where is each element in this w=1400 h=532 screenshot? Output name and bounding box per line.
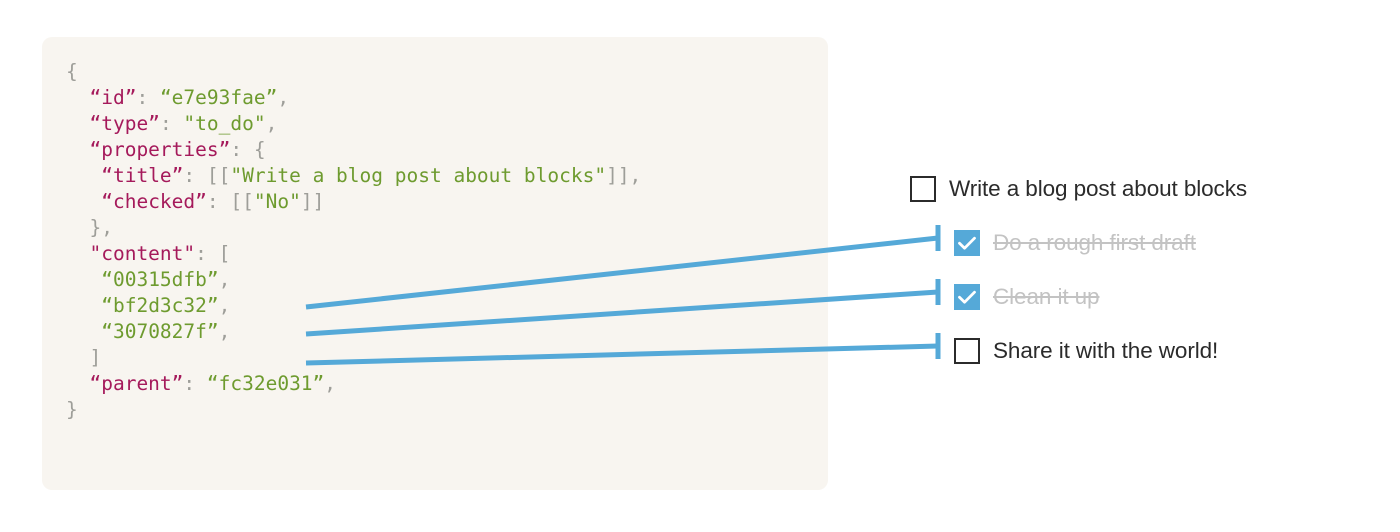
code-line: “properties”: { — [66, 137, 641, 163]
code-line: } — [66, 397, 641, 423]
checkbox-checked-icon[interactable] — [954, 284, 980, 310]
todo-item[interactable]: Clean it up — [954, 282, 1100, 312]
code-token-pun: , — [324, 372, 337, 395]
code-token-pun — [66, 242, 89, 265]
code-token-str: “3070827f” — [101, 320, 219, 343]
todo-item-label: Write a blog post about blocks — [949, 176, 1248, 201]
todo-list: Write a blog post about blocks Do a rough… — [900, 160, 1370, 370]
code-line: “3070827f”, — [66, 319, 641, 345]
code-token-pun: { — [66, 60, 78, 83]
code-token-pun — [66, 190, 101, 213]
todo-item-label: Share it with the world! — [993, 338, 1219, 363]
code-line: ] — [66, 345, 641, 371]
code-token-key: “parent” — [89, 372, 184, 395]
checkbox-unchecked-icon[interactable] — [954, 338, 980, 364]
code-line: “parent”: “fc32e031”, — [66, 371, 641, 397]
code-token-pun — [66, 320, 101, 343]
code-line: }, — [66, 215, 641, 241]
code-token-key: “id” — [89, 86, 137, 109]
code-token-pun: : [[ — [206, 190, 254, 213]
code-line: “checked”: [["No"]] — [66, 189, 641, 215]
code-token-pun: ] — [66, 346, 102, 369]
code-token-pun — [66, 372, 89, 395]
code-token-pun: , — [218, 294, 231, 317]
json-code-panel: { “id”: “e7e93fae”, “type”: "to_do", “pr… — [42, 37, 828, 490]
code-token-pun: ]], — [606, 164, 642, 187]
code-token-pun: ]] — [300, 190, 325, 213]
code-token-pun: } — [66, 398, 78, 421]
code-token-pun: : — [159, 112, 184, 135]
todo-item[interactable]: Write a blog post about blocks — [910, 174, 1247, 204]
code-token-str: "No" — [253, 190, 301, 213]
code-token-pun — [66, 138, 89, 161]
code-token-pun — [66, 164, 101, 187]
todo-item[interactable]: Do a rough first draft — [954, 228, 1196, 258]
code-token-str: “00315dfb” — [101, 268, 219, 291]
json-code-text: { “id”: “e7e93fae”, “type”: "to_do", “pr… — [66, 59, 641, 423]
checkbox-unchecked-icon[interactable] — [910, 176, 936, 202]
code-line: “00315dfb”, — [66, 267, 641, 293]
code-token-str: “bf2d3c32” — [101, 294, 219, 317]
code-token-str: "Write a blog post about blocks" — [230, 164, 607, 187]
code-token-pun: , — [277, 86, 290, 109]
code-token-pun: : { — [230, 138, 266, 161]
code-token-pun — [66, 112, 89, 135]
code-token-str: “fc32e031” — [206, 372, 325, 395]
code-line: “type”: "to_do", — [66, 111, 641, 137]
code-token-str: “e7e93fae” — [159, 86, 278, 109]
code-token-str: "to_do" — [183, 112, 266, 135]
code-token-pun: , — [218, 320, 231, 343]
code-token-key: “properties” — [89, 138, 231, 161]
code-token-key: “title” — [101, 164, 184, 187]
code-line: “id”: “e7e93fae”, — [66, 85, 641, 111]
code-line: “bf2d3c32”, — [66, 293, 641, 319]
code-token-pun: }, — [66, 216, 113, 239]
todo-item-label: Do a rough first draft — [993, 230, 1196, 255]
todo-item[interactable]: Share it with the world! — [954, 336, 1218, 366]
code-token-pun: : [[ — [183, 164, 231, 187]
code-token-pun — [66, 294, 101, 317]
code-token-key: “type” — [89, 112, 160, 135]
checkbox-checked-icon[interactable] — [954, 230, 980, 256]
code-token-pun — [66, 86, 89, 109]
code-token-pun: , — [265, 112, 278, 135]
code-token-pun: : [ — [195, 242, 231, 265]
code-token-key: “checked” — [101, 190, 207, 213]
code-line: “title”: [["Write a blog post about bloc… — [66, 163, 641, 189]
code-token-pun — [66, 268, 101, 291]
code-line: { — [66, 59, 641, 85]
code-line: "content": [ — [66, 241, 641, 267]
code-token-pun: : — [136, 86, 160, 109]
code-token-key: "content" — [89, 242, 196, 265]
todo-item-label: Clean it up — [993, 284, 1100, 309]
code-token-pun: : — [183, 372, 207, 395]
code-token-pun: , — [218, 268, 231, 291]
